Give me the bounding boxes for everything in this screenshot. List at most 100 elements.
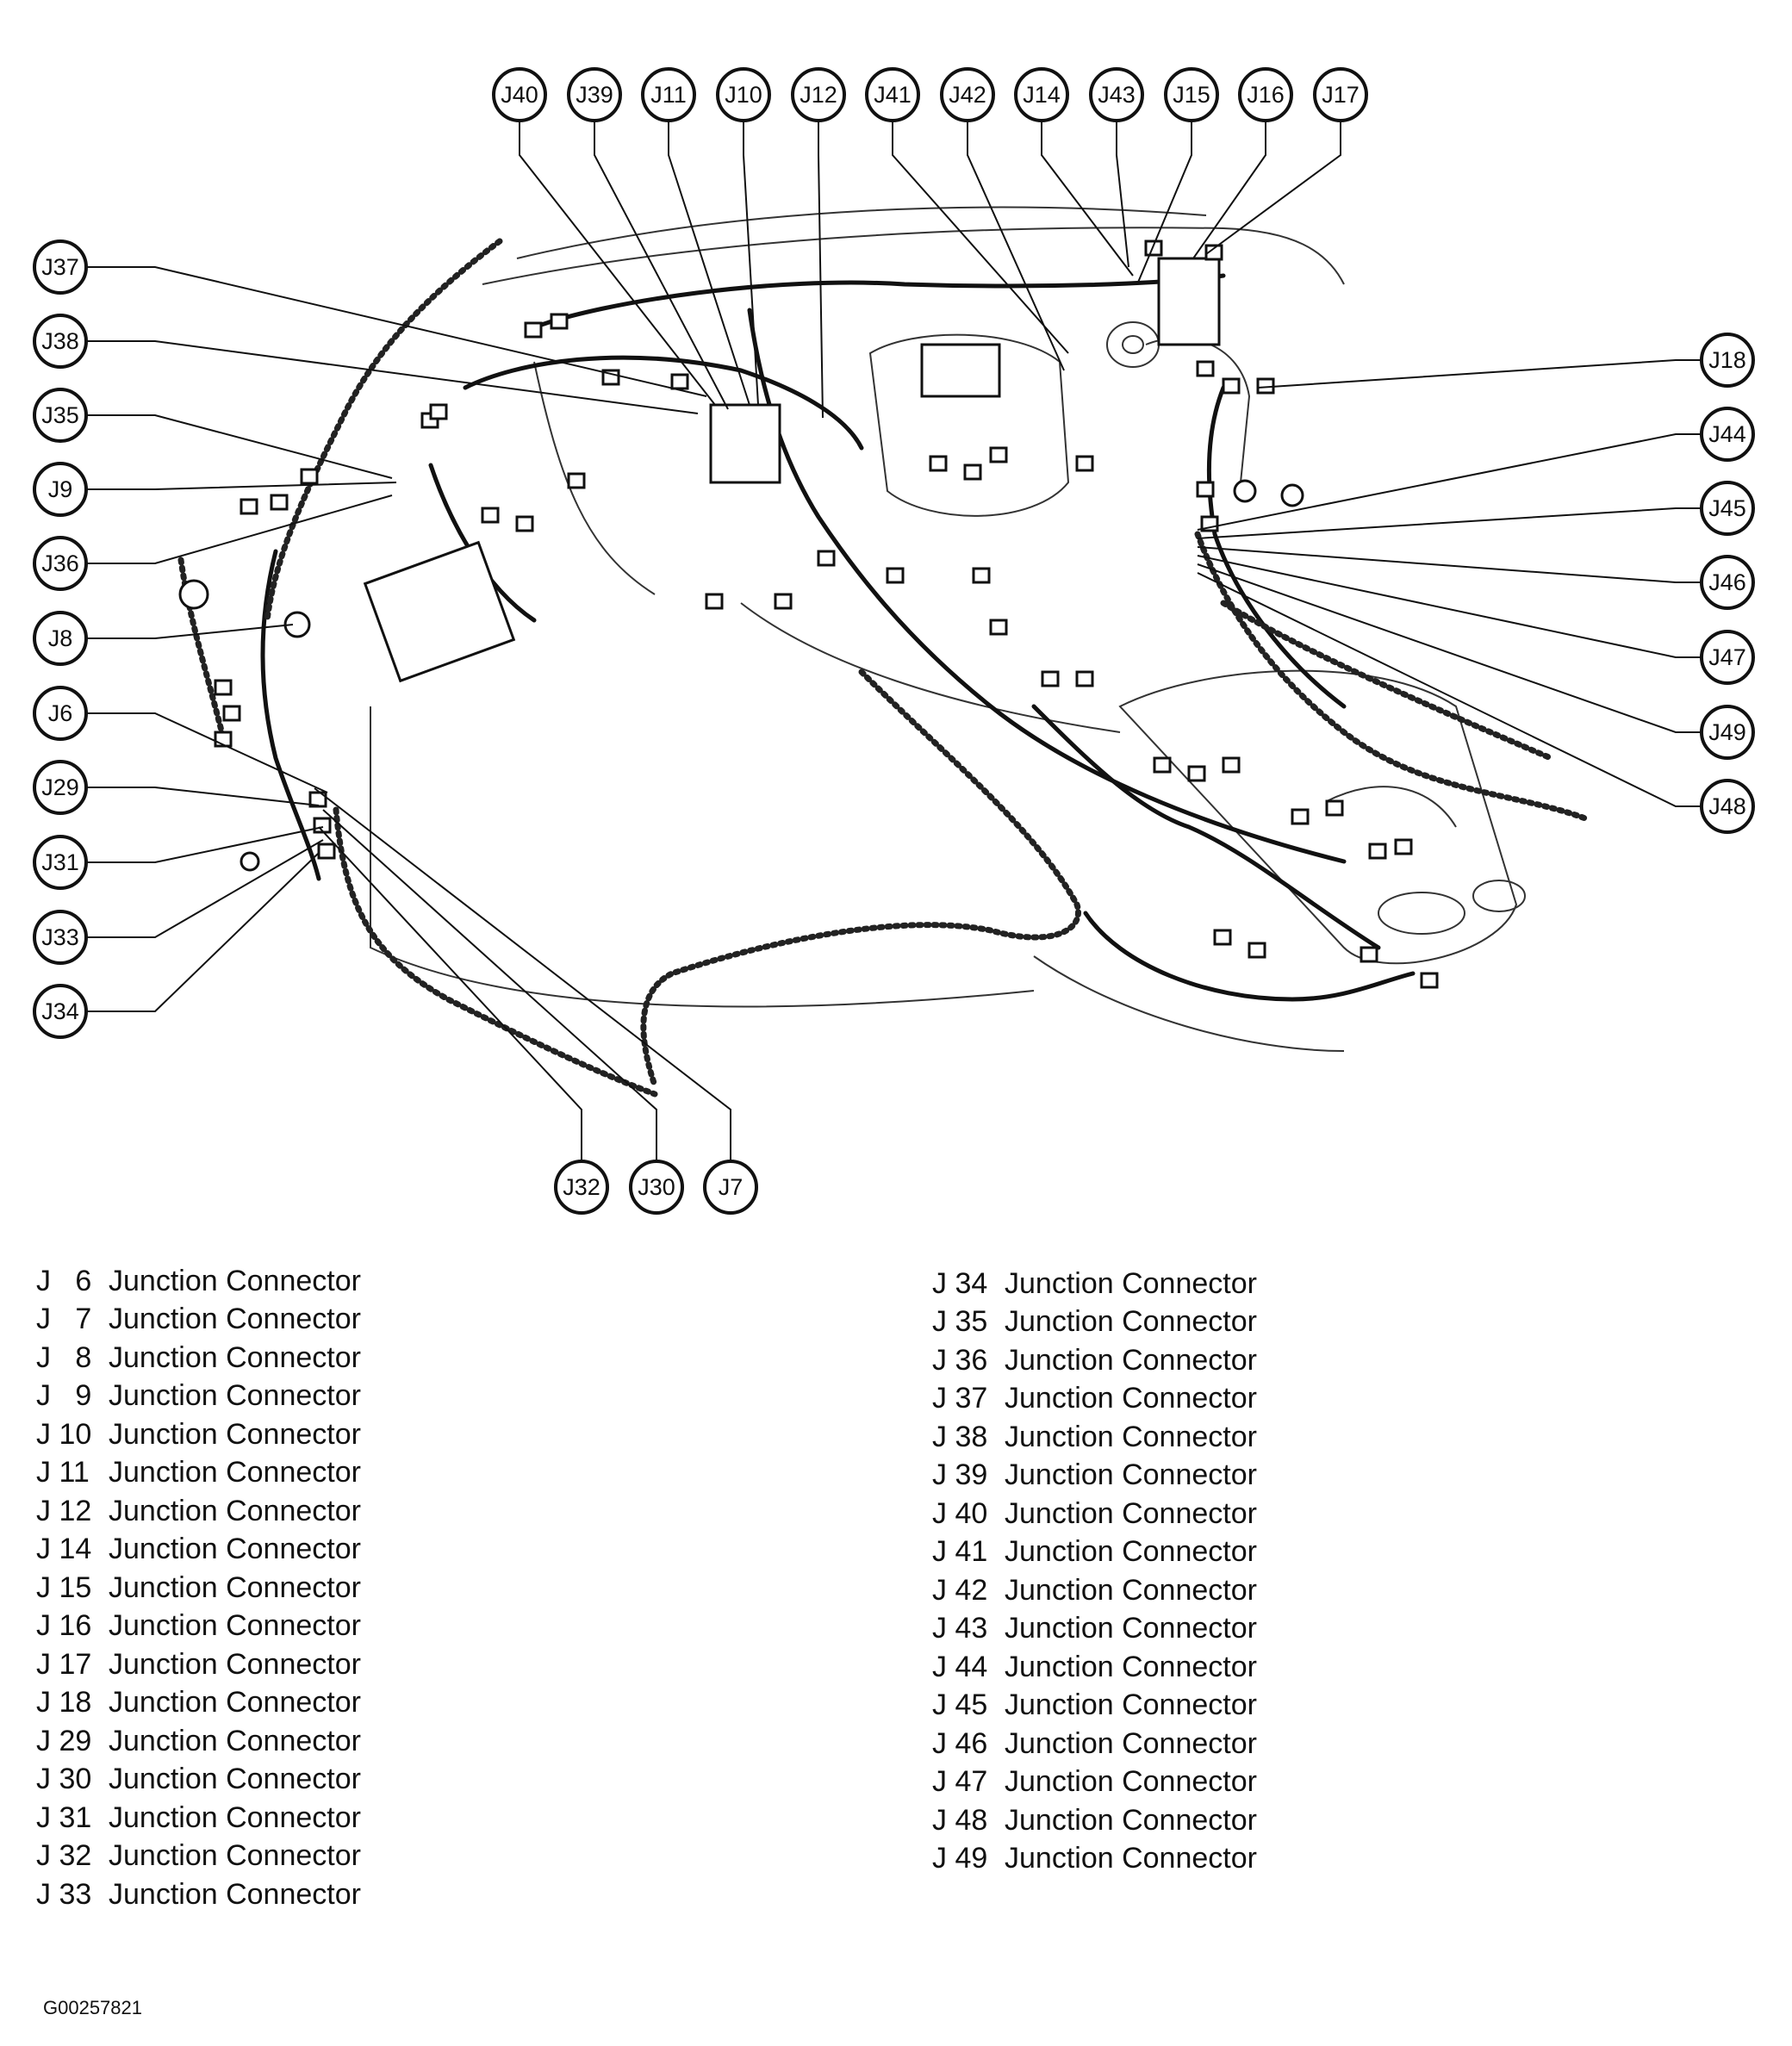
- callout-circle: [791, 67, 846, 122]
- callout-circle: [33, 388, 88, 443]
- leader-line-j34: [86, 852, 320, 1012]
- callout-j16: J16: [1238, 67, 1293, 122]
- callout-label: J18: [1708, 347, 1746, 373]
- callout-circle: [33, 314, 88, 369]
- legend-description: Junction Connector: [1005, 1305, 1257, 1339]
- legend-description: Junction Connector: [109, 1763, 361, 1796]
- callout-label: J40: [501, 82, 538, 108]
- callout-j10: J10: [716, 67, 771, 122]
- legend-connector-id: J 40: [932, 1496, 988, 1530]
- legend-description: Junction Connector: [1005, 1266, 1257, 1300]
- callout-j39: J39: [567, 67, 622, 122]
- legend-connector-id: J 15: [36, 1570, 92, 1604]
- callout-j42: J42: [940, 67, 995, 122]
- callout-label: J43: [1098, 82, 1136, 108]
- legend-description: Junction Connector: [109, 1724, 361, 1757]
- callout-circle: [33, 984, 88, 1039]
- leader-line-j32: [318, 826, 582, 1161]
- legend-description: Junction Connector: [109, 1417, 361, 1451]
- callout-j43: J43: [1089, 67, 1144, 122]
- legend-description: Junction Connector: [1005, 1765, 1257, 1799]
- leader-line-j33: [86, 839, 324, 938]
- callout-label: J32: [563, 1174, 600, 1200]
- figure-id: G00257821: [43, 1997, 142, 2018]
- callout-circle: [33, 686, 88, 741]
- legend-description: Junction Connector: [109, 1533, 361, 1566]
- callout-j35: J35: [33, 388, 88, 443]
- leader-line-j45: [1197, 507, 1702, 539]
- center-console-outline: [1033, 669, 1526, 1052]
- callout-circle: [33, 462, 88, 517]
- callout-circle: [1700, 779, 1755, 834]
- callout-j40: J40: [492, 67, 547, 122]
- leader-line-j7: [314, 787, 731, 1161]
- legend-description: Junction Connector: [1005, 1650, 1257, 1683]
- legend-connector-id: J 10: [36, 1417, 92, 1451]
- legend-description: Junction Connector: [109, 1340, 361, 1374]
- callout-circle: [567, 67, 622, 122]
- callout-label: J12: [800, 82, 837, 108]
- leader-line-j39: [594, 121, 729, 410]
- callout-circle: [33, 239, 88, 295]
- callout-j48: J48: [1700, 779, 1755, 834]
- callout-circle: [629, 1160, 684, 1215]
- callout-j37: J37: [33, 239, 88, 295]
- callout-circle: [703, 1160, 758, 1215]
- callout-j41: J41: [865, 67, 920, 122]
- legend-connector-id: J 47: [932, 1765, 988, 1799]
- callout-circle: [1164, 67, 1219, 122]
- callout-label: J45: [1708, 495, 1746, 521]
- leader-line-j48: [1197, 572, 1702, 807]
- legend-description: Junction Connector: [109, 1609, 361, 1643]
- callout-circle: [33, 835, 88, 890]
- callout-j31: J31: [33, 835, 88, 890]
- legend-description: Junction Connector: [1005, 1420, 1257, 1453]
- callout-circle: [1014, 67, 1069, 122]
- callout-label: J10: [725, 82, 762, 108]
- legend-description: Junction Connector: [1005, 1343, 1257, 1377]
- callout-label: J11: [650, 82, 687, 108]
- leader-line-j29: [86, 787, 320, 806]
- callout-label: J35: [41, 402, 79, 428]
- legend-description: Junction Connector: [1005, 1382, 1257, 1415]
- legend-description: Junction Connector: [109, 1264, 361, 1297]
- legend-connector-id: J 38: [932, 1420, 988, 1453]
- legend-description: Junction Connector: [109, 1494, 361, 1527]
- legend-connector-id: J 11: [36, 1456, 90, 1489]
- leader-line-j49: [1197, 563, 1702, 733]
- legend-connector-id: J 42: [932, 1573, 988, 1607]
- callout-j46: J46: [1700, 555, 1755, 610]
- legend-description: Junction Connector: [1005, 1726, 1257, 1760]
- callout-label: J44: [1708, 421, 1746, 447]
- callout-circle: [33, 611, 88, 666]
- legend-connector-id: J 30: [36, 1763, 92, 1796]
- leader-line-j9: [86, 482, 397, 490]
- callout-circle: [1700, 333, 1755, 388]
- grommets: [178, 479, 1304, 872]
- callout-circle: [716, 67, 771, 122]
- callout-j11: J11: [641, 67, 696, 122]
- leader-line-j16: [1192, 121, 1266, 259]
- legend-connector-id: J 46: [932, 1726, 988, 1760]
- callout-j34: J34: [33, 984, 88, 1039]
- legend-connector-id: J 7: [36, 1303, 92, 1336]
- callout-circle: [33, 760, 88, 815]
- legend-description: Junction Connector: [109, 1877, 361, 1911]
- legend-description: Junction Connector: [1005, 1612, 1257, 1645]
- callout-j29: J29: [33, 760, 88, 815]
- legend-row: J 30 Junction Connector: [36, 1761, 361, 1800]
- leader-lines: [86, 121, 1702, 1161]
- callout-j15: J15: [1164, 67, 1219, 122]
- legend-connector-id: J 16: [36, 1609, 92, 1643]
- leader-line-j37: [86, 266, 707, 397]
- callout-label: J29: [41, 774, 79, 800]
